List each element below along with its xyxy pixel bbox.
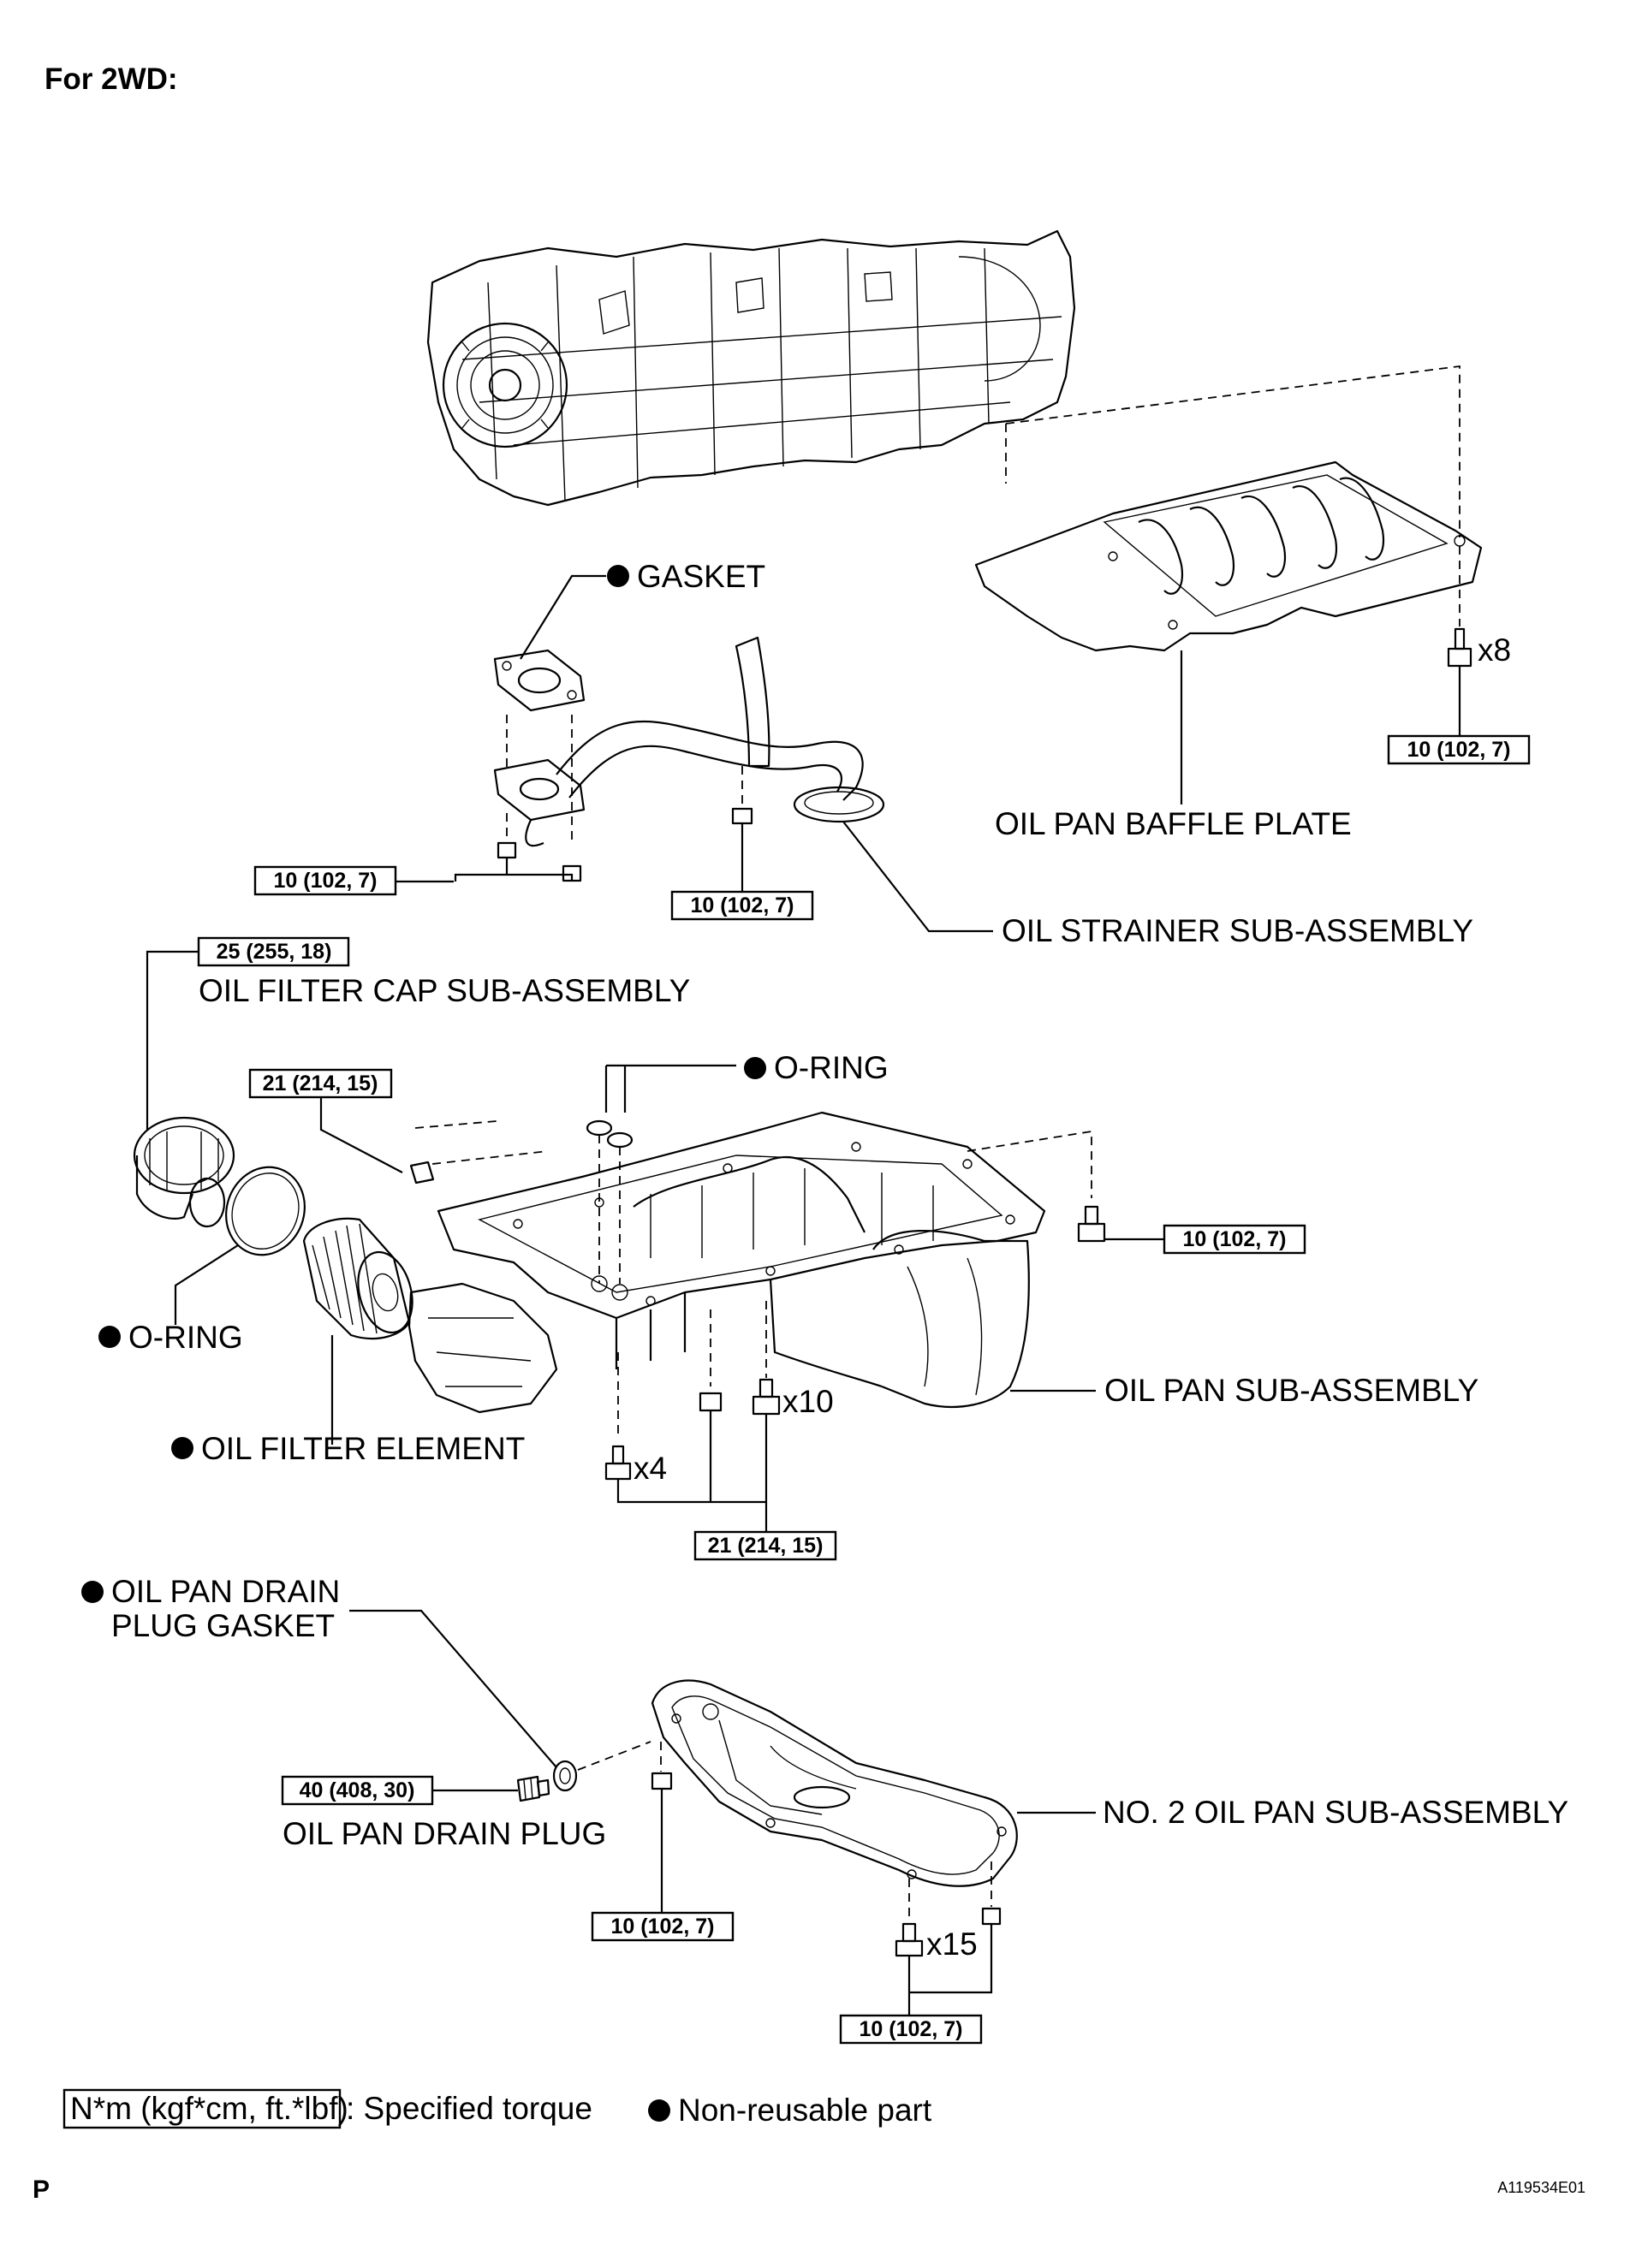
label-o-ring-left: O-RING (128, 1320, 243, 1355)
legend-non-reusable-bullet (648, 2099, 670, 2122)
oil-strainer-illustration (493, 636, 885, 847)
torque-baffle: 10 (102, 7) (1407, 738, 1511, 762)
label-no2-oil-pan: NO. 2 OIL PAN SUB-ASSEMBLY (1103, 1795, 1568, 1830)
pan-right-bolt-icon (1077, 1205, 1106, 1243)
torque-strainer-right: 10 (102, 7) (691, 894, 794, 917)
torque-no2-left: 10 (102, 7) (611, 1915, 715, 1938)
label-drain-gasket-line2: PLUG GASKET (111, 1608, 335, 1643)
legend-torque-unit: N*m (kgf*cm, ft.*lbf) (70, 2091, 348, 2126)
drain-plug-gasket-illustration (552, 1760, 578, 1792)
torque-box-drain-plug (281, 1775, 434, 1806)
non-reusable-bullet-o-ring-top (744, 1057, 766, 1079)
torque-box-pan-stud (248, 1068, 393, 1099)
label-oil-filter-element: OIL FILTER ELEMENT (201, 1431, 525, 1466)
torque-box-baffle (1387, 734, 1531, 765)
torque-box-strainer-left (253, 865, 397, 896)
torque-box-no2-left (591, 1911, 735, 1942)
footer-left: P (33, 2176, 50, 2204)
no2-oil-pan-illustration (651, 1679, 1018, 1887)
label-oil-pan: OIL PAN SUB-ASSEMBLY (1104, 1373, 1478, 1408)
figure-code: A119534E01 (1497, 2179, 1585, 2196)
legend-nonreusable-text: Non-reusable part (678, 2093, 932, 2128)
page-title: For 2WD: (45, 62, 178, 96)
pan-bottom-bolt-4-icon (604, 1445, 632, 1481)
strainer-nut-icon (497, 807, 753, 882)
label-drain-plug: OIL PAN DRAIN PLUG (283, 1816, 606, 1851)
legend-torque-box (62, 2088, 342, 2129)
torque-box-no2-bottom (839, 2014, 983, 2045)
torque-box-filter-cap (197, 936, 350, 967)
non-reusable-bullet-gasket (607, 565, 629, 587)
torque-box-pan-right (1163, 1224, 1306, 1255)
baffle-bolt-qty: x8 (1478, 632, 1511, 668)
oil-filter-element-illustration (302, 1217, 413, 1339)
label-gasket: GASKET (637, 559, 765, 594)
label-oil-strainer: OIL STRAINER SUB-ASSEMBLY (1002, 913, 1473, 948)
torque-pan-bottom: 21 (214, 15) (708, 1534, 824, 1558)
torque-filter-cap: 25 (255, 18) (217, 940, 332, 964)
oil-pan-baffle-plate-illustration (974, 460, 1483, 652)
pan-bottom-bolt-10-icon (752, 1378, 781, 1416)
pan-bolt-qty-10: x10 (782, 1384, 834, 1419)
oil-pan-illustration (408, 1111, 1046, 1414)
drain-plug-illustration (516, 1775, 550, 1802)
no2-bolt-qty: x15 (926, 1927, 978, 1962)
pan-stud-nut-icon (409, 1161, 435, 1184)
label-oil-filter-cap: OIL FILTER CAP SUB-ASSEMBLY (199, 973, 690, 1008)
oil-filter-cap-illustration (133, 1116, 235, 1228)
non-reusable-bullet-filter-element (171, 1437, 193, 1459)
label-oil-pan-baffle-plate: OIL PAN BAFFLE PLATE (995, 806, 1352, 841)
engine-block-illustration (426, 229, 1076, 507)
label-o-ring-top: O-RING (774, 1050, 889, 1085)
torque-box-strainer-right (670, 890, 814, 921)
pan-bottom-nut-icon (699, 1392, 723, 1412)
torque-pan-stud: 21 (214, 15) (263, 1072, 378, 1095)
pan-bolt-qty-4: x4 (634, 1451, 667, 1486)
non-reusable-bullet-o-ring-left (98, 1326, 121, 1348)
label-drain-gasket-line1: OIL PAN DRAIN (111, 1574, 340, 1609)
torque-drain-plug: 40 (408, 30) (300, 1778, 415, 1802)
torque-pan-right: 10 (102, 7) (1183, 1227, 1287, 1251)
o-ring-left-illustration (225, 1166, 306, 1256)
gasket-illustration (493, 649, 586, 712)
baffle-bolt-icon (1447, 627, 1472, 668)
non-reusable-bullet-drain-gasket (81, 1581, 104, 1603)
legend-torque-text: : Specified torque (346, 2091, 592, 2126)
torque-box-pan-bottom (693, 1530, 837, 1561)
no2-left-nut-icon (651, 1772, 673, 1790)
no2-bolt-icon (895, 1907, 1002, 1957)
torque-no2-bottom: 10 (102, 7) (860, 2017, 963, 2041)
torque-strainer-left: 10 (102, 7) (274, 869, 378, 893)
